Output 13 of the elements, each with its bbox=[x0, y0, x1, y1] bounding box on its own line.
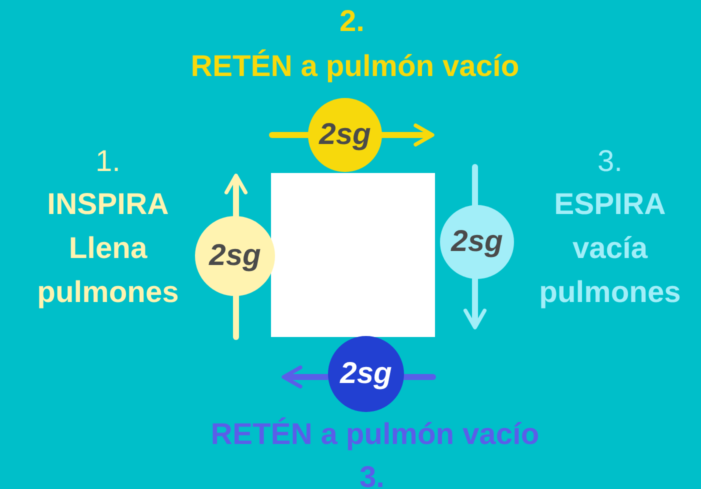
step-number: 3. bbox=[596, 144, 624, 180]
step-label: RETÉN a pulmón vacío bbox=[210, 416, 540, 453]
step-number: 1. bbox=[94, 144, 122, 180]
step-label: ESPIRA vacía pulmones bbox=[538, 187, 682, 311]
duration-text: 2sg bbox=[451, 225, 503, 259]
step-number: 2. bbox=[338, 4, 366, 40]
duration-text: 2sg bbox=[340, 357, 392, 391]
step-number: 3. bbox=[358, 460, 386, 489]
duration-text: 2sg bbox=[319, 118, 371, 152]
step-label: RETÉN a pulmón vacío bbox=[190, 48, 520, 85]
blank-square bbox=[271, 173, 435, 337]
duration-text: 2sg bbox=[209, 239, 261, 273]
step-label: INSPIRA Llena pulmones bbox=[36, 187, 180, 311]
